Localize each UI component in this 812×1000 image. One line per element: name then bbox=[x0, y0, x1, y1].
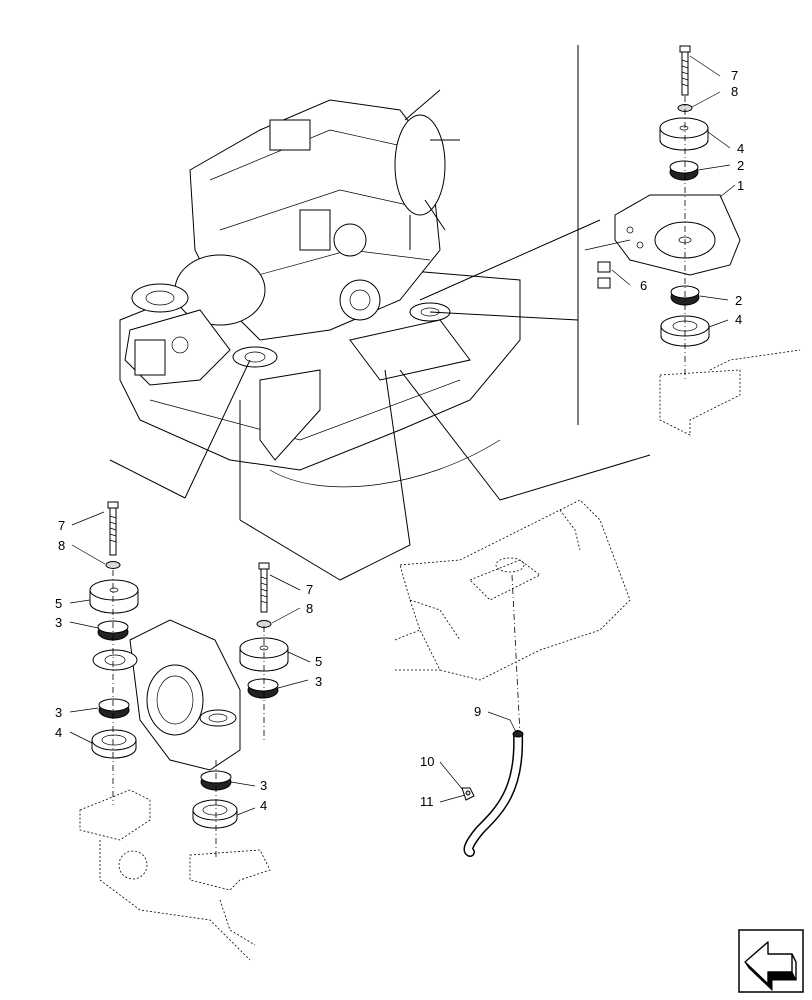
previous-page-arrow-icon[interactable] bbox=[738, 929, 804, 993]
callout-5-middle: 5 bbox=[315, 654, 322, 669]
callout-3-left-bottom: 3 bbox=[55, 705, 62, 720]
callout-1: 1 bbox=[737, 178, 744, 193]
callout-4-right-top: 4 bbox=[737, 141, 744, 156]
callout-10: 10 bbox=[420, 754, 434, 769]
callout-2-right-bottom: 2 bbox=[735, 293, 742, 308]
callout-8-middle: 8 bbox=[306, 601, 313, 616]
callout-11: 11 bbox=[420, 794, 434, 809]
callout-5-left: 5 bbox=[55, 596, 62, 611]
callout-4-bottom: 4 bbox=[260, 798, 267, 813]
leader-lines bbox=[69, 55, 736, 816]
callout-3-middle: 3 bbox=[315, 674, 322, 689]
callout-4-left: 4 bbox=[55, 725, 62, 740]
callout-9: 9 bbox=[474, 704, 481, 719]
engine-assembly bbox=[119, 89, 521, 488]
callout-3-bottom: 3 bbox=[260, 778, 267, 793]
hose-group bbox=[394, 499, 631, 857]
callout-7-left: 7 bbox=[58, 518, 65, 533]
callout-4-right-bottom: 4 bbox=[735, 312, 742, 327]
callout-labels: 7 8 4 2 1 6 2 4 7 8 5 3 3 4 7 8 5 3 3 4 … bbox=[55, 68, 744, 813]
callout-3-left-top: 3 bbox=[55, 615, 62, 630]
callout-6: 6 bbox=[640, 278, 647, 293]
callout-8-right: 8 bbox=[731, 84, 738, 99]
callout-8-left: 8 bbox=[58, 538, 65, 553]
callout-7-right: 7 bbox=[731, 68, 738, 83]
left-mount-group bbox=[79, 501, 289, 961]
right-mount-group bbox=[584, 45, 801, 436]
section-lines bbox=[109, 45, 651, 581]
callout-7-middle: 7 bbox=[306, 582, 313, 597]
callout-2-right-top: 2 bbox=[737, 158, 744, 173]
